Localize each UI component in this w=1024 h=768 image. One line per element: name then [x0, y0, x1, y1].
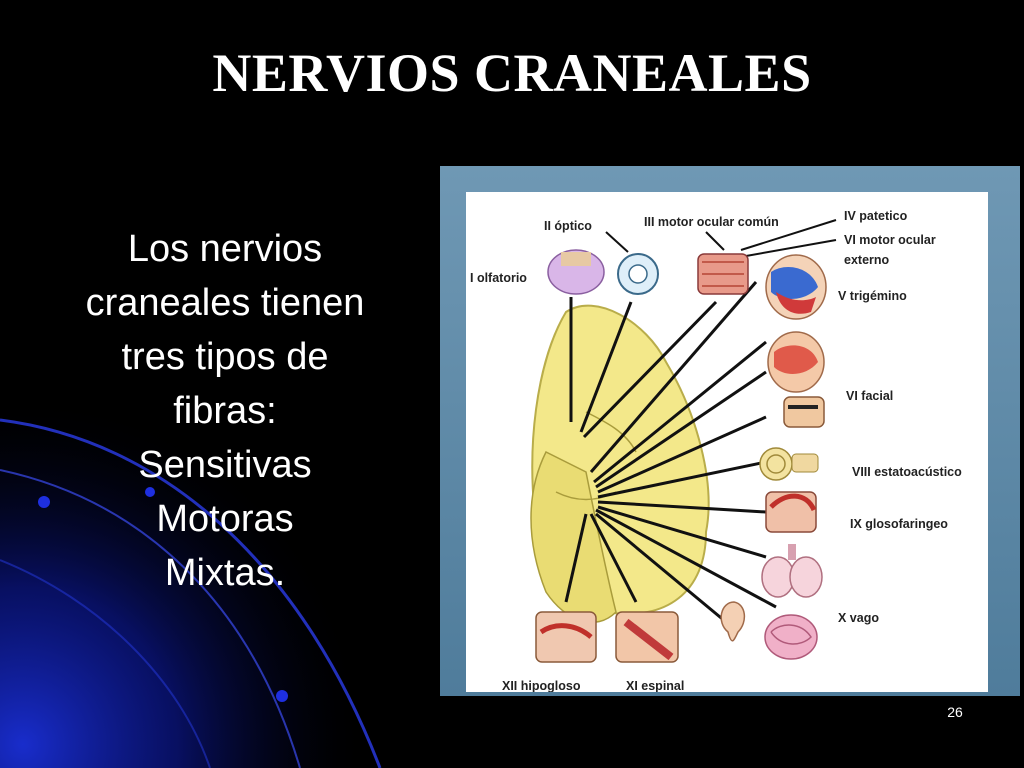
cochlea-illustration — [759, 447, 819, 481]
page-number: 26 — [947, 704, 963, 720]
lungs-illustration — [761, 544, 823, 598]
label-espinal: XI espinal — [626, 679, 684, 692]
body-text: Los nervios craneales tienen tres tipos … — [40, 222, 410, 600]
leader-lines — [605, 219, 837, 257]
body-line: Motoras — [156, 498, 294, 540]
olfactory-illustration — [547, 249, 605, 295]
label-vago: X vago — [838, 611, 879, 625]
label-estatoacustico: VIII estatoacústico — [852, 465, 962, 479]
throat-illustration — [765, 491, 817, 533]
face-trigeminal-illustration — [765, 254, 827, 320]
label-optico: II óptico — [544, 219, 592, 233]
face-facial-illustration — [767, 331, 825, 393]
neck-illustration — [615, 611, 679, 663]
label-glosofaringeo: IX glosofaringeo — [850, 517, 948, 531]
intestines-illustration — [764, 614, 818, 660]
mouth-tongue-illustration — [535, 611, 597, 663]
body-line: fibras: — [173, 390, 277, 432]
label-motor-ocular-comun: III motor ocular común — [644, 215, 779, 229]
label-hipogloso: XII hipogloso — [502, 679, 581, 692]
label-motor-ocular-externo-2: externo — [844, 253, 890, 267]
body-line: Sensitivas — [138, 444, 312, 486]
ear-external-illustration — [720, 601, 746, 642]
body-line: tres tipos de — [121, 336, 329, 378]
label-patetico: IV patetico — [844, 209, 908, 223]
body-line: Mixtas. — [164, 552, 286, 594]
slide-title: NERVIOS CRANEALES — [212, 43, 812, 103]
ear-canal-illustration — [783, 396, 825, 428]
label-facial: VI facial — [846, 389, 893, 403]
label-olfatorio: I olfatorio — [470, 271, 527, 285]
body-line: craneales tienen — [85, 282, 365, 324]
cranial-nerves-diagram: II óptico III motor ocular común IV pate… — [470, 209, 962, 692]
label-trigemino: V trigémino — [838, 289, 907, 303]
body-line: Los nervios — [127, 228, 323, 270]
eye-muscles-illustration — [697, 253, 749, 295]
eye-illustration — [617, 253, 659, 295]
label-motor-ocular-externo-1: VI motor ocular — [844, 233, 936, 247]
nerve-lines — [564, 281, 777, 624]
